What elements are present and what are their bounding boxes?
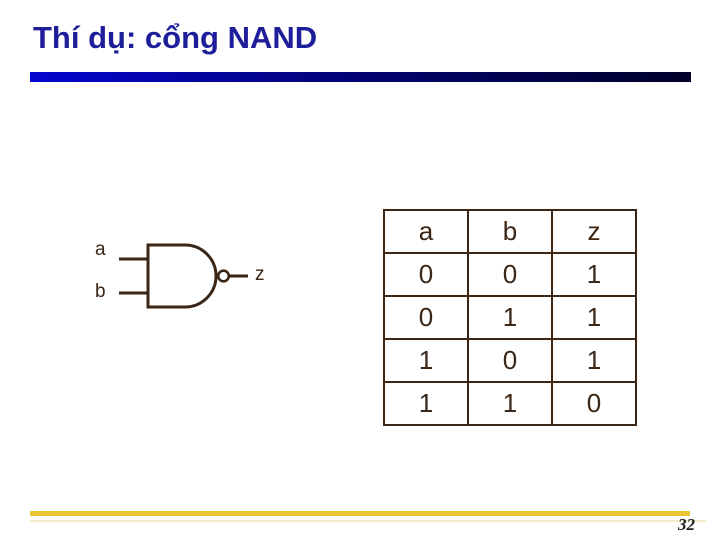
truth-table-header-cell: b — [467, 209, 553, 254]
truth-table-cell: 1 — [383, 381, 469, 426]
title-divider — [30, 72, 691, 82]
truth-table-cell: 1 — [383, 338, 469, 383]
gate-input-a-label: a — [95, 239, 106, 260]
truth-table-cell: 1 — [467, 381, 553, 426]
truth-table-cell: 0 — [383, 252, 469, 297]
truth-table-header-cell: a — [383, 209, 469, 254]
truth-table-cell: 0 — [467, 338, 553, 383]
truth-table-cell: 0 — [383, 295, 469, 340]
truth-table-cell: 0 — [551, 381, 637, 426]
page-number: 32 — [678, 515, 695, 534]
truth-table-cell: 1 — [551, 338, 637, 383]
page-title: Thí dụ: cổng NAND — [33, 20, 318, 55]
truth-table-cell: 1 — [551, 252, 637, 297]
gate-input-b-label: b — [95, 281, 106, 302]
truth-table-cell: 1 — [467, 295, 553, 340]
truth-table-cell: 1 — [551, 295, 637, 340]
footer-divider-faint — [30, 520, 706, 522]
nand-gate-icon — [119, 243, 248, 309]
truth-table-header-cell: z — [551, 209, 637, 254]
gate-output-z-label: z — [255, 264, 265, 285]
footer-divider — [30, 511, 690, 516]
truth-table-cell: 0 — [467, 252, 553, 297]
